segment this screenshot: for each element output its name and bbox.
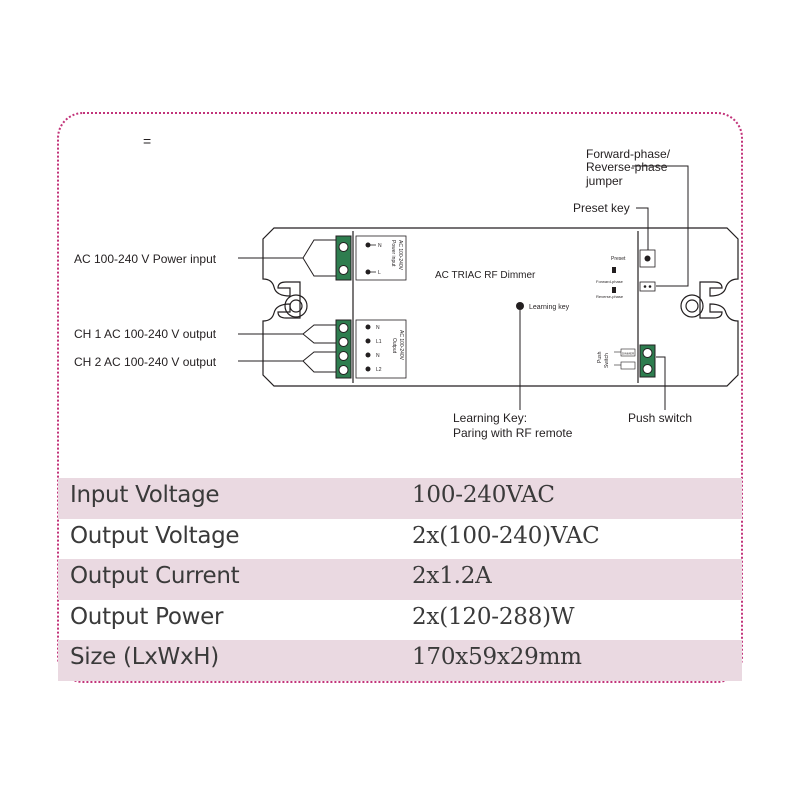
spec-row-input-voltage: Input Voltage 100-240VAC: [58, 478, 742, 519]
power-input-block-label: Power input: [390, 240, 396, 267]
learning-key-board-label: Learning key: [529, 304, 570, 311]
phase-jumper-callout-2: Reverse-phase: [586, 160, 668, 174]
forward-phase-board-label: Forward-phase: [596, 279, 624, 284]
spec-value: 2x(100-240)VAC: [412, 522, 600, 549]
terminal-l-label: L: [378, 270, 381, 276]
output-block-label: Output: [391, 338, 397, 354]
learning-key-callout-2: Paring with RF remote: [453, 426, 573, 440]
spec-value: 170x59x29mm: [412, 644, 582, 671]
dimmer-board-label: DIMMER: [622, 352, 635, 356]
switch-board-label: Switch: [604, 353, 610, 368]
terminal-n-label: N: [378, 243, 382, 249]
learning-key-callout-1: Learning Key:: [453, 411, 527, 425]
spec-value: 2x1.2A: [412, 563, 492, 590]
spec-label: Output Voltage: [70, 522, 240, 549]
power-input-block-voltage: AC 100-240V: [397, 240, 403, 271]
output-terminal-l1: L1: [376, 339, 382, 345]
reverse-phase-board-label: Reverse-phase: [596, 294, 624, 299]
preset-area: Preset Forward-phase Reverse-phase: [596, 249, 656, 299]
spec-label: Output Power: [70, 603, 224, 630]
spec-value: 2x(120-288)W: [412, 603, 575, 630]
spec-label: Input Voltage: [70, 482, 220, 508]
spec-label: Size (LxWxH): [70, 644, 219, 671]
header-mark: =: [143, 133, 151, 149]
spec-table: Input Voltage 100-240VAC Output Voltage …: [58, 478, 742, 681]
phase-jumper-callout-1: Forward-phase/: [586, 147, 671, 161]
preset-board-label: Preset: [611, 256, 626, 262]
spec-row-size: Size (LxWxH) 170x59x29mm: [58, 640, 742, 681]
spec-row-output-power: Output Power 2x(120-288)W: [58, 600, 742, 641]
mounting-hole-left: [284, 294, 308, 318]
spec-value: 100-240VAC: [412, 482, 555, 508]
ch1-output-callout: CH 1 AC 100-240 V output: [74, 327, 217, 341]
push-switch-callout: Push switch: [628, 411, 692, 425]
output-terminal-l2: L2: [376, 367, 382, 373]
mounting-hole-right: [680, 294, 704, 318]
device-title: AC TRIAC RF Dimmer: [435, 270, 536, 281]
callout-lines: [238, 165, 689, 410]
output-terminal-n2: N: [376, 353, 380, 359]
phase-jumper: [639, 281, 656, 292]
output-terminal: N L1 N L2 Output AC 100-240V: [335, 319, 407, 379]
spec-label: Output Current: [70, 563, 240, 590]
learning-key-dot: [516, 302, 524, 310]
push-board-label: Push: [597, 351, 603, 363]
ch2-output-callout: CH 2 AC 100-240 V output: [74, 355, 217, 369]
spec-row-output-voltage: Output Voltage 2x(100-240)VAC: [58, 519, 742, 560]
device-body: [262, 227, 739, 387]
output-terminal-n1: N: [376, 325, 380, 331]
push-switch-terminal: Push Switch DIMMER: [597, 344, 656, 378]
spec-row-output-current: Output Current 2x1.2A: [58, 559, 742, 600]
power-input-terminal: N L Power input AC 100-240V: [335, 235, 407, 281]
power-input-callout: AC 100-240 V Power input: [74, 252, 217, 266]
preset-key-callout: Preset key: [573, 201, 630, 215]
phase-jumper-callout-3: jumper: [585, 174, 623, 188]
preset-key-dot: [644, 255, 651, 262]
output-block-voltage: AC 100-240V: [398, 330, 404, 361]
